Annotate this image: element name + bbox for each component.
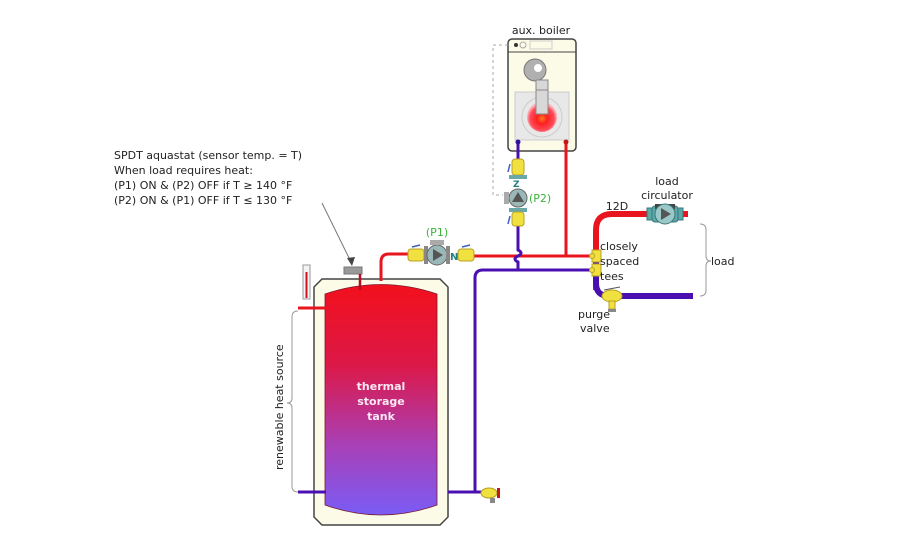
boiler-control-icon: [514, 43, 518, 47]
aux-boiler: aux. boiler: [492, 24, 577, 196]
p2-isolation-valve-top[interactable]: [511, 158, 525, 176]
control-wire-dashed: [492, 44, 508, 196]
load-brace: [699, 223, 712, 297]
closely-spaced-tees: [589, 249, 602, 277]
renewable-heat-source-label: renewable heat source: [273, 310, 299, 493]
drain-valve[interactable]: [475, 487, 500, 503]
renewable-brace: [286, 310, 299, 493]
aquastat-note-line2: When load requires heat:: [114, 164, 253, 177]
aquastat-note-line3: (P1) ON & (P2) OFF if T ≥ 140 °F: [114, 179, 292, 192]
aux-boiler-label: aux. boiler: [512, 24, 571, 37]
tank-label-2: storage: [357, 395, 405, 408]
tees-label-3: tees: [600, 270, 624, 283]
drain-valve-handle[interactable]: [497, 488, 500, 498]
tank-return-pipe: [448, 268, 592, 494]
p1-isolation-valve-left[interactable]: [407, 248, 425, 262]
p2-circulator[interactable]: Z (P2): [504, 158, 551, 227]
load-supply-pipe: [593, 211, 650, 290]
leader-arrowhead: [347, 257, 355, 266]
aquastat-note-line1: SPDT aquastat (sensor temp. = T): [114, 149, 302, 162]
p2-up-arrow-icon: [512, 192, 524, 202]
load-pump-play-icon: [661, 208, 671, 220]
aquastat-note: SPDT aquastat (sensor temp. = T) When lo…: [114, 149, 355, 266]
tank-supply-pipe: [379, 252, 410, 281]
load-circulator-label-1: load: [655, 175, 679, 188]
tees-label-2: spaced: [600, 255, 639, 268]
renewable-heat-source-text: renewable heat source: [273, 344, 286, 470]
purge-valve[interactable]: [601, 286, 623, 312]
tees-label-1: closely: [600, 240, 638, 253]
load-circulator[interactable]: [646, 203, 684, 225]
load-circulator-label-2: circulator: [641, 189, 693, 202]
p1-circulator[interactable]: N (P1): [407, 226, 475, 266]
p2-check-valve-icon: Z: [513, 180, 520, 190]
p1-label: (P1): [426, 226, 448, 239]
load-label: load: [711, 255, 735, 268]
tank-label-1: thermal: [357, 380, 406, 393]
purge-label-2: valve: [580, 322, 610, 335]
aquastat-sensor-icon: [343, 266, 363, 275]
aquastat-note-line4: (P2) ON & (P1) OFF if T ≤ 130 °F: [114, 194, 292, 207]
pipe-size-label: 12D: [606, 200, 628, 213]
thermal-storage-tank: thermal storage tank: [298, 264, 449, 526]
p2-label: (P2): [529, 192, 551, 205]
burner-flame-icon: [527, 102, 557, 132]
p1-isolation-valve-right[interactable]: [457, 248, 475, 262]
purge-label-1: purge: [578, 308, 610, 321]
tank-body: [324, 284, 438, 516]
aquastat-leader-line: [321, 202, 353, 265]
p1-play-icon: [433, 249, 443, 261]
boiler-return-pipe-lower: [513, 222, 523, 270]
tank-label-3: tank: [367, 410, 396, 423]
p2-isolation-valve-bottom[interactable]: [511, 211, 525, 227]
check-valve-icon: N: [450, 252, 458, 263]
